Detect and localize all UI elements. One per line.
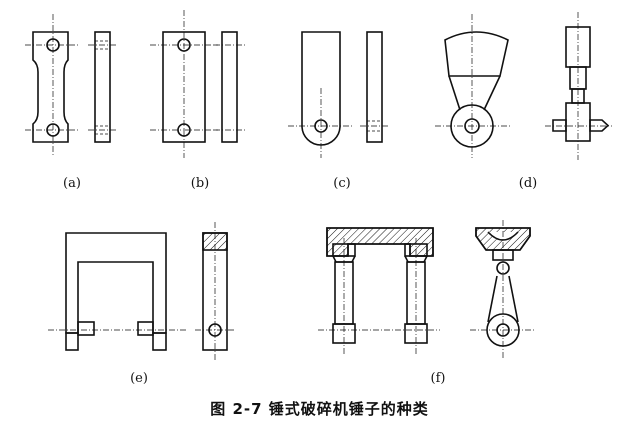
label-f: (f) — [431, 371, 446, 386]
label-d: (d) — [519, 176, 537, 191]
hammer-e-front-view — [48, 232, 186, 351]
label-c: (c) — [333, 176, 350, 191]
hammer-c-front-view — [288, 31, 352, 158]
hammer-a-front-view — [25, 14, 80, 155]
hammer-b-side-view — [214, 31, 245, 143]
hammer-e-side-view — [195, 222, 235, 360]
label-b: (b) — [191, 176, 209, 191]
figure-caption: 图 2-7 锤式破碎机锤子的种类 — [210, 400, 429, 418]
hammer-a-side-view — [88, 31, 118, 143]
hammer-b-front-view — [150, 10, 218, 158]
hammer-c-side-view — [360, 31, 390, 143]
hammer-d-side-view — [545, 12, 612, 160]
label-e: (e) — [130, 371, 148, 386]
label-a: (a) — [63, 176, 81, 191]
hammer-f-front-view — [318, 227, 440, 355]
hammer-f-side-view — [470, 220, 536, 360]
hammer-d-front-view — [435, 14, 510, 158]
